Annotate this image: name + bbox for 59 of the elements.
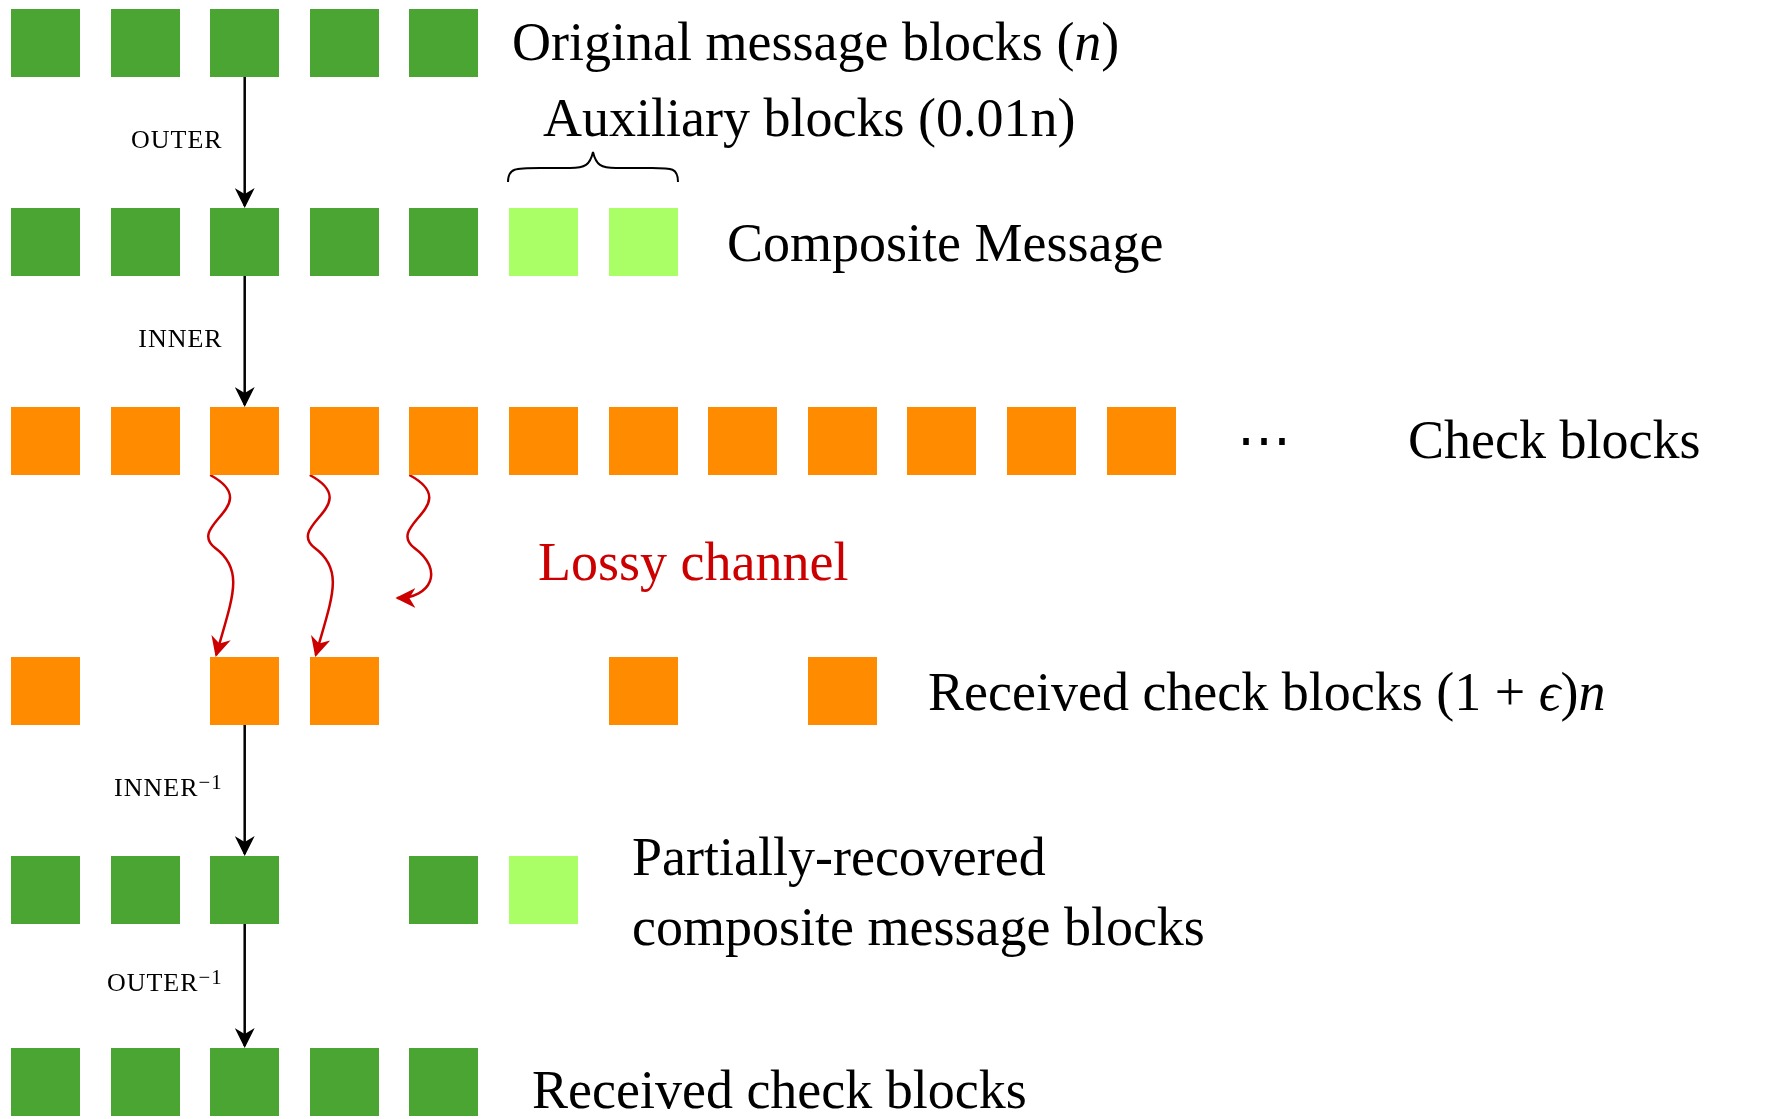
row-label: Received check blocks (1 + ϵ)n — [928, 662, 1606, 722]
arrow — [234, 725, 255, 856]
block-square — [807, 407, 877, 475]
block-square — [1106, 407, 1176, 475]
block-square — [11, 407, 80, 475]
block-square — [11, 1048, 80, 1116]
block-square — [907, 407, 977, 475]
wavy-arrow — [306, 473, 334, 657]
block-square — [509, 407, 578, 475]
arrow — [234, 924, 255, 1048]
ellipsis: ⋯ — [1237, 410, 1291, 470]
block-square — [210, 9, 280, 77]
block-square — [210, 1048, 280, 1116]
block-square — [11, 9, 80, 77]
row-label: Partially-recovered composite message blocks — [632, 826, 1206, 959]
block-square — [309, 208, 379, 276]
block-square — [708, 407, 778, 475]
block-square — [409, 9, 479, 77]
row-label: Auxiliary blocks (0.01n) — [543, 88, 1076, 148]
block-square — [11, 657, 80, 725]
row-label: Lossy channel — [538, 532, 849, 592]
block-square — [608, 208, 678, 276]
block-square — [110, 208, 180, 276]
block-square — [509, 208, 578, 276]
block-square — [409, 1048, 479, 1116]
block-square — [110, 407, 180, 475]
block-square — [1007, 407, 1076, 475]
block-square — [11, 208, 80, 276]
row-label: Received check blocks — [532, 1060, 1027, 1119]
row-label: Check blocks — [1408, 410, 1701, 470]
block-square — [210, 657, 280, 725]
arrow — [234, 276, 255, 407]
block-square — [110, 9, 180, 77]
edge-label: INNER$^{−1}$ — [113, 770, 223, 804]
block-square — [608, 407, 678, 475]
wavy-arrow — [395, 473, 433, 607]
row-label: Composite Message — [727, 213, 1164, 273]
block-square — [210, 407, 280, 475]
block-square — [110, 856, 180, 924]
block-square — [11, 856, 80, 924]
block-square — [309, 657, 379, 725]
arrow — [234, 77, 255, 208]
block-square — [409, 407, 479, 475]
block-square — [807, 657, 877, 725]
block-square — [409, 208, 479, 276]
edge-label: INNER — [137, 322, 223, 355]
block-square — [309, 9, 379, 77]
block-square — [110, 1048, 180, 1116]
edge-label: OUTER — [130, 123, 223, 156]
block-square — [210, 856, 280, 924]
block-square — [509, 856, 578, 924]
wavy-arrow — [207, 473, 235, 657]
block-square — [309, 407, 379, 475]
edge-label: OUTER$^{−1}$ — [105, 966, 223, 999]
block-square — [309, 1048, 379, 1116]
block-square — [210, 208, 280, 276]
row-label: Original message blocks (n) — [512, 12, 1120, 72]
block-square — [409, 856, 479, 924]
block-square — [608, 657, 678, 725]
